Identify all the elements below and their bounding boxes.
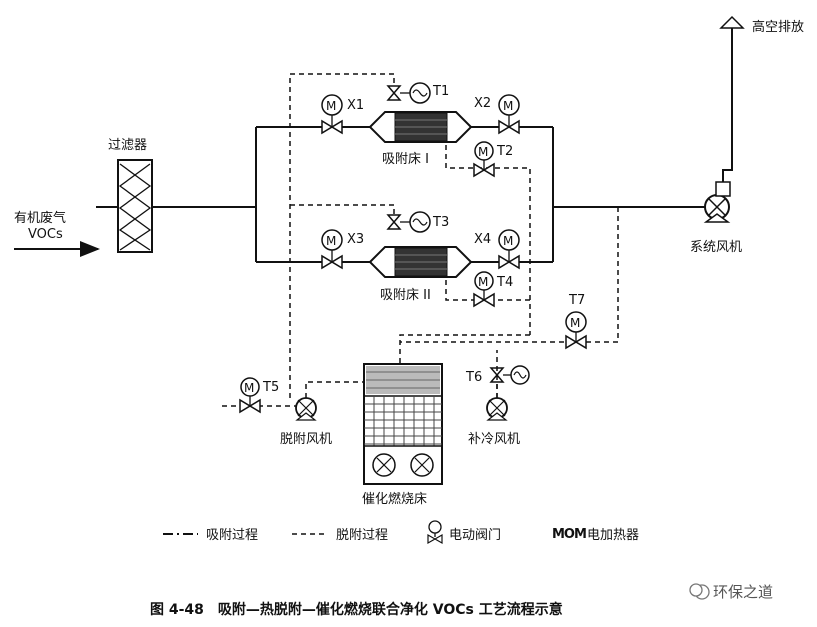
valve-t4: M [473, 271, 495, 308]
exhaust-label: 高空排放 [752, 19, 804, 35]
cooling-fan-icon [486, 397, 508, 421]
watermark: 环保之道 [689, 583, 773, 601]
x1-label: X1 [347, 98, 364, 113]
watermark-text: 环保之道 [713, 583, 773, 601]
t4-label: T4 [496, 275, 513, 290]
legend-desorption-label: 脱附过程 [336, 528, 388, 543]
svg-text:M: M [570, 316, 580, 330]
valve-t5: M [239, 377, 261, 414]
valve-t2: M [473, 141, 495, 178]
adsorption-bed-2 [368, 246, 473, 278]
inlet-label-line1: 有机废气 [14, 210, 66, 226]
filter [117, 159, 153, 253]
catalytic-combustion-bed [363, 363, 443, 485]
catalytic-bed-label: 催化燃烧床 [362, 491, 427, 507]
x2-label: X2 [474, 96, 491, 111]
legend-heater-label: 电加热器 [587, 528, 639, 543]
legend-valve-icon [427, 520, 443, 545]
t3-label: T3 [432, 215, 449, 230]
cooling-fan-label: 补冷风机 [468, 432, 520, 447]
valve-x3: M [321, 229, 343, 270]
system-fan-label: 系统风机 [690, 240, 742, 255]
legend-valve-label: 电动阀门 [449, 528, 501, 543]
svg-text:M: M [326, 234, 336, 248]
svg-text:M: M [503, 234, 513, 248]
legend: 吸附过程 脱附过程 电动阀门 MOM 电加热器 [163, 520, 639, 545]
filter-label: 过滤器 [108, 138, 147, 153]
svg-text:M: M [503, 99, 513, 113]
valve-x4: M [498, 229, 520, 270]
figure-caption: 图 4-48 吸附—热脱附—催化燃烧联合净化 VOCs 工艺流程示意 [150, 601, 563, 618]
t2-label: T2 [496, 144, 513, 159]
system-fan-icon [703, 181, 731, 223]
adsorption-bed-1 [368, 111, 473, 143]
t6-label: T6 [465, 370, 482, 385]
svg-text:M: M [478, 275, 488, 289]
valve-x2: M [498, 94, 520, 135]
inlet-label-line2: VOCs [28, 227, 63, 242]
desorb-fan-icon [295, 397, 317, 421]
bed-1-label: 吸附床 I [382, 152, 429, 167]
valve-x1: M [321, 94, 343, 135]
x4-label: X4 [474, 232, 491, 247]
bed-2-label: 吸附床 II [380, 288, 431, 303]
legend-heater-symbol: MOM [552, 527, 586, 542]
legend-adsorption-label: 吸附过程 [206, 528, 258, 543]
x3-label: X3 [347, 232, 364, 247]
svg-text:M: M [244, 381, 254, 395]
valve-t7: M [565, 311, 587, 350]
t7-label: T7 [568, 293, 585, 308]
valve-t3 [386, 211, 431, 233]
t1-label: T1 [432, 84, 449, 99]
desorb-fan-label: 脱附风机 [280, 432, 332, 447]
exhaust-stack-icon [719, 15, 745, 29]
t5-label: T5 [262, 380, 279, 395]
valve-t1 [386, 82, 431, 104]
svg-text:M: M [478, 145, 488, 159]
svg-text:M: M [326, 99, 336, 113]
